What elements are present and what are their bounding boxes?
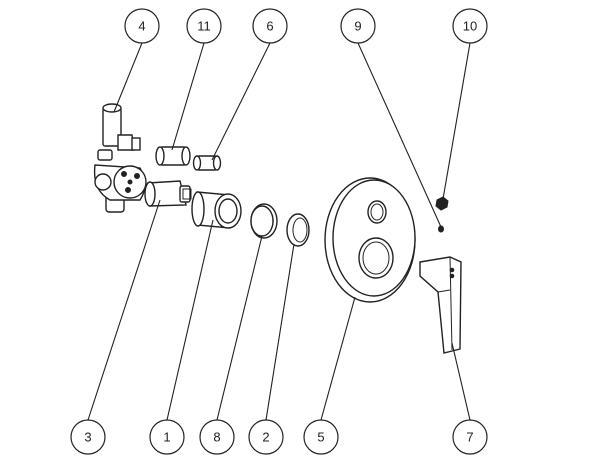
- callout-6: 6: [252, 8, 288, 44]
- callout-label-3: 3: [84, 430, 91, 445]
- leader-9: [357, 42, 442, 228]
- leader-2: [265, 243, 295, 421]
- callout-4: 4: [124, 8, 160, 44]
- leader-lines: [87, 42, 471, 421]
- callout-label-1: 1: [163, 430, 170, 445]
- part-cap-2: [286, 213, 310, 247]
- callout-8: 8: [199, 419, 235, 455]
- part-cartridge-3: [144, 180, 192, 207]
- leader-5: [320, 296, 356, 421]
- part-lever-handle-7: [419, 256, 462, 354]
- part-valve-body: [93, 103, 147, 213]
- callout-3: 3: [70, 419, 106, 455]
- leader-7: [451, 342, 471, 421]
- part-cylinder-11: [155, 146, 191, 166]
- callout-label-7: 7: [466, 430, 473, 445]
- part-stem-6: [192, 155, 222, 171]
- part-nut-8: [250, 203, 278, 239]
- callout-11: 11: [186, 8, 222, 44]
- callout-label-9: 9: [354, 19, 361, 34]
- part-hex-nut-10: [435, 196, 449, 211]
- leader-11: [171, 42, 205, 151]
- callout-10: 10: [452, 8, 488, 44]
- leader-1: [166, 219, 214, 421]
- leader-10: [442, 42, 471, 200]
- callout-5: 5: [303, 419, 339, 455]
- leader-8: [216, 235, 263, 421]
- callout-7: 7: [452, 419, 488, 455]
- leader-3: [87, 199, 161, 421]
- callout-label-6: 6: [266, 19, 273, 34]
- callout-2: 2: [248, 419, 284, 455]
- callout-9: 9: [340, 8, 376, 44]
- part-sleeve-1: [191, 191, 242, 229]
- callout-label-4: 4: [138, 19, 145, 34]
- part-cover-plate-5: [324, 177, 416, 303]
- callout-label-10: 10: [463, 19, 477, 34]
- callout-label-11: 11: [197, 19, 211, 34]
- callout-label-8: 8: [213, 430, 220, 445]
- callout-label-5: 5: [317, 430, 324, 445]
- leader-6: [211, 42, 271, 161]
- callout-1: 1: [149, 419, 185, 455]
- leader-4: [113, 42, 143, 113]
- callout-label-2: 2: [262, 430, 269, 445]
